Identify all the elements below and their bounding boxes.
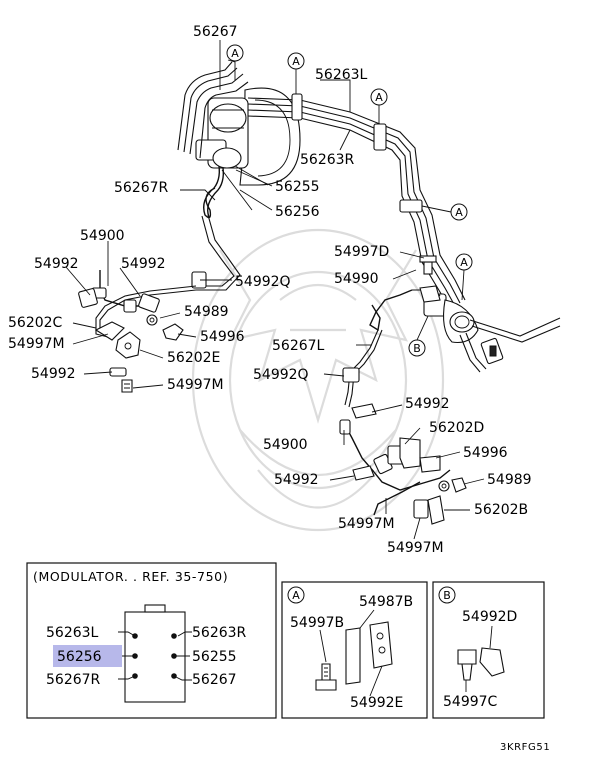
right-middle-lines — [342, 255, 441, 408]
label-54997M-right2[interactable]: 54997M — [387, 540, 444, 556]
leader-lines — [65, 40, 485, 540]
label-54992E[interactable]: 54992E — [350, 695, 403, 711]
label-56256[interactable]: 56256 — [275, 204, 320, 220]
svg-text:A: A — [455, 206, 463, 219]
label-54900-right[interactable]: 54900 — [263, 437, 308, 453]
label-54992-right1[interactable]: 54992 — [405, 396, 450, 412]
label-54997D[interactable]: 54997D — [334, 244, 389, 260]
svg-text:B: B — [413, 342, 421, 355]
label-54987B[interactable]: 54987B — [359, 594, 413, 610]
ref-marker-a-5: A — [455, 253, 473, 271]
label-54997M-right1[interactable]: 54997M — [338, 516, 395, 532]
label-54997M-left2[interactable]: 54997M — [167, 377, 224, 393]
label-56202E[interactable]: 56202E — [167, 350, 220, 366]
label-56267R[interactable]: 56267R — [114, 180, 169, 196]
inset-a-marker: A — [292, 589, 300, 602]
inset-b: B 54992D 54997C — [432, 581, 545, 719]
left-hose-assembly — [78, 270, 184, 393]
label-56255[interactable]: 56255 — [275, 179, 320, 195]
modulator-label-56267R[interactable]: 56267R — [46, 672, 101, 688]
modulator-caption: (MODULATOR. . REF. 35-750) — [33, 569, 228, 584]
modulator-label-56263L[interactable]: 56263L — [46, 625, 99, 641]
svg-text:A: A — [292, 55, 300, 68]
reference-markers: A A A A A B — [226, 44, 473, 357]
label-56267-top[interactable]: 56267 — [193, 24, 238, 40]
label-54997M-left1[interactable]: 54997M — [8, 336, 65, 352]
label-56263L-top[interactable]: 56263L — [315, 67, 368, 83]
label-56267L[interactable]: 56267L — [272, 338, 325, 354]
label-56202D[interactable]: 56202D — [429, 420, 484, 436]
ref-marker-a-1: A — [226, 44, 244, 62]
modulator-label-56267[interactable]: 56267 — [192, 672, 237, 688]
inset-a: A 54987B 54997B 54992E — [281, 581, 428, 719]
label-54992Q-upper[interactable]: 54992Q — [235, 274, 291, 290]
label-54992-left3[interactable]: 54992 — [31, 366, 76, 382]
modulator-label-56255[interactable]: 56255 — [192, 649, 237, 665]
inset-b-marker: B — [443, 589, 451, 602]
label-54992-left2[interactable]: 54992 — [121, 256, 166, 272]
part-labels: 56267 56263L 56263R 56267R 56255 56256 5… — [8, 24, 532, 556]
label-54989-right[interactable]: 54989 — [487, 472, 532, 488]
label-56263R-top[interactable]: 56263R — [300, 152, 355, 168]
right-hose-assembly — [339, 403, 467, 525]
ref-marker-a-4: A — [450, 203, 468, 221]
modulator-label-56256[interactable]: 56256 — [57, 649, 102, 665]
label-54992D[interactable]: 54992D — [462, 609, 517, 625]
modulator-inset: (MODULATOR. . REF. 35-750) 56263L 56263R… — [26, 562, 277, 719]
watermark-emblem — [191, 228, 445, 532]
brake-booster-assembly — [195, 87, 301, 186]
label-54997B[interactable]: 54997B — [290, 615, 344, 631]
highlight-56256 — [53, 645, 122, 667]
svg-text:A: A — [460, 256, 468, 269]
label-54996-right[interactable]: 54996 — [463, 445, 508, 461]
ref-marker-b: B — [408, 339, 426, 357]
label-54997C[interactable]: 54997C — [443, 694, 498, 710]
label-54996-left[interactable]: 54996 — [200, 329, 245, 345]
svg-text:A: A — [231, 47, 239, 60]
label-54992-left1[interactable]: 54992 — [34, 256, 79, 272]
label-54992Q-lower[interactable]: 54992Q — [253, 367, 309, 383]
upper-brake-lines — [177, 61, 561, 373]
label-56202C[interactable]: 56202C — [8, 315, 63, 331]
label-54989-left[interactable]: 54989 — [184, 304, 229, 320]
label-54990[interactable]: 54990 — [334, 271, 379, 287]
svg-text:A: A — [375, 91, 383, 104]
ref-marker-a-3: A — [370, 88, 388, 106]
label-54900-left[interactable]: 54900 — [80, 228, 125, 244]
modulator-label-56263R[interactable]: 56263R — [192, 625, 247, 641]
ref-marker-a-2: A — [287, 52, 305, 70]
figure-code: 3KRFG51 — [500, 742, 550, 753]
label-54992-right2[interactable]: 54992 — [274, 472, 319, 488]
label-56202B[interactable]: 56202B — [474, 502, 528, 518]
